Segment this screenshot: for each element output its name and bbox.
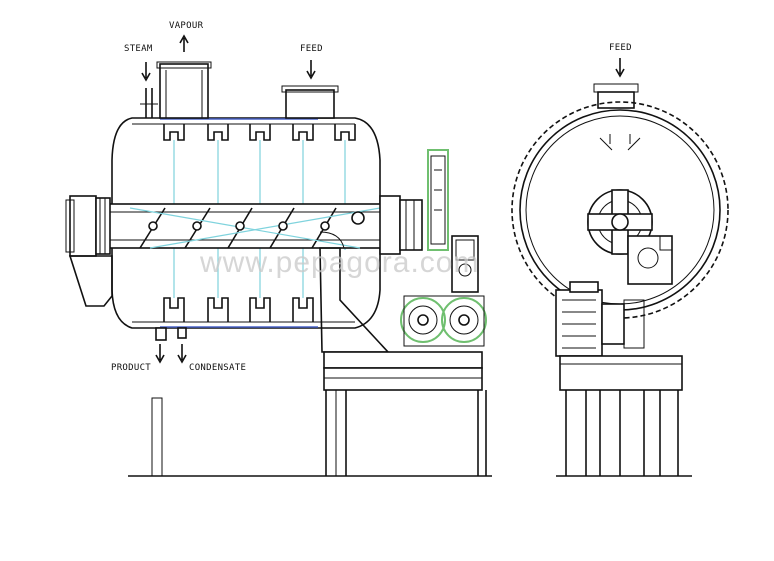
end-motor — [555, 281, 645, 357]
agitator-shaft — [95, 203, 397, 249]
steam-arrow — [141, 62, 151, 82]
steam-inlet — [140, 88, 158, 118]
base-frame — [323, 351, 487, 476]
heating-panels-bottom — [163, 297, 314, 322]
bottom-nozzles — [155, 327, 187, 341]
feed-inlet-right — [593, 83, 639, 109]
feed-arrow-left — [306, 60, 316, 80]
paddles — [129, 207, 381, 249]
dryer-shell — [111, 117, 381, 329]
feed-label-left: FEED — [300, 44, 323, 54]
vapour-arrow — [179, 34, 189, 52]
end-drum — [511, 101, 729, 319]
floor-stub — [151, 397, 163, 477]
condensate-label: CONDENSATE — [189, 363, 246, 373]
watermark: www.pepagora.com — [199, 246, 479, 279]
gearbox-column — [427, 149, 449, 251]
drive-pulleys — [400, 295, 487, 347]
end-elevation: FEED — [511, 43, 729, 477]
flow-arrows — [141, 34, 316, 364]
vapour-outlet — [156, 61, 212, 119]
feed-inlet-left — [281, 85, 339, 119]
saddle-left — [68, 255, 113, 307]
steam-label: STEAM — [124, 44, 153, 54]
bearing-left — [65, 195, 111, 257]
heating-panels-top — [163, 124, 356, 141]
side-elevation: VAPOUR STEAM FEED PRODUCT CONDENSATE — [65, 21, 492, 477]
motor-housing — [451, 235, 479, 293]
end-base — [559, 355, 683, 476]
product-arrow — [155, 344, 165, 364]
drive-pedestal — [319, 247, 390, 353]
vapour-label: VAPOUR — [169, 21, 204, 31]
end-gearbox — [627, 235, 673, 285]
condensate-arrow — [177, 344, 187, 364]
bearing-right — [379, 195, 423, 255]
feed-label-right: FEED — [609, 43, 632, 53]
feed-arrow-right — [615, 58, 625, 78]
product-label: PRODUCT — [111, 363, 151, 373]
